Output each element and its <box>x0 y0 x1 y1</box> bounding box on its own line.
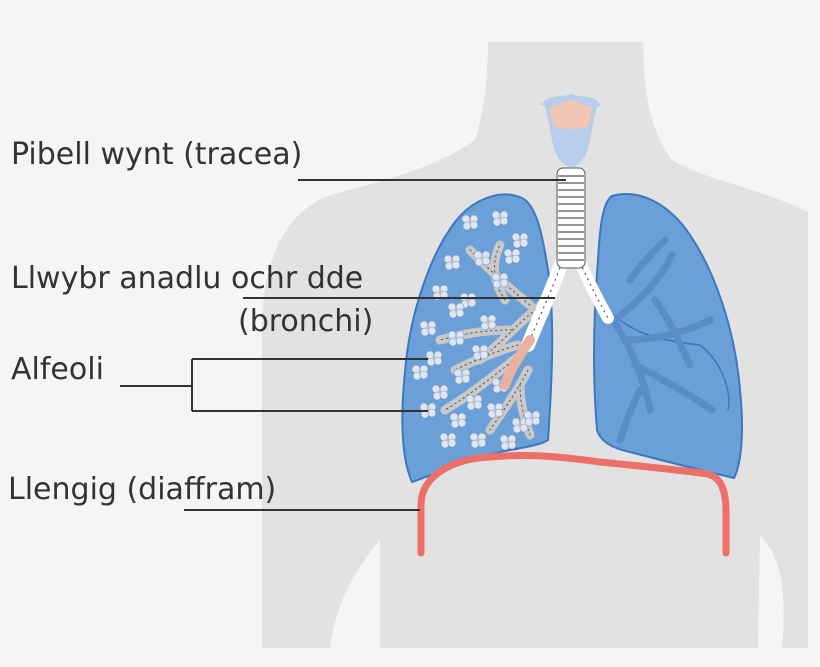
alveolus-cluster <box>469 432 487 449</box>
trachea-label: Pibell wynt (tracea) <box>11 137 303 172</box>
alveolus-cluster <box>419 320 437 337</box>
alveolus-cluster <box>479 314 497 331</box>
alveolus-cluster <box>447 302 465 319</box>
alveoli-leader-bracket <box>120 358 428 412</box>
diaphragm-label: Llengig (diaffram) <box>8 472 277 507</box>
alveolus-cluster <box>471 344 489 361</box>
bronchi <box>500 255 614 390</box>
bronchi-label-line1: Llwybr anadlu ochr dde <box>11 261 364 296</box>
alveoli-label: Alfeoli <box>11 352 104 387</box>
alveolus-cluster <box>511 232 529 249</box>
bronchi-label-line2: (bronchi) <box>238 304 374 339</box>
alveolus-cluster <box>425 350 443 367</box>
left-lung-airways <box>596 236 716 444</box>
trachea <box>556 167 586 269</box>
alveolus-cluster <box>461 214 479 231</box>
alveolus-cluster <box>439 432 457 449</box>
alveolus-cluster <box>499 434 517 451</box>
alveolus-cluster <box>473 250 491 267</box>
alveolus-cluster <box>503 248 521 265</box>
alveolus-cluster <box>447 330 465 347</box>
left-lung-lobe-outline <box>597 299 730 411</box>
alveolus-cluster <box>491 210 509 227</box>
alveolus-cluster <box>491 272 509 289</box>
alveolus-cluster <box>523 410 541 427</box>
alveolus-cluster <box>411 364 429 381</box>
alveolus-cluster <box>449 412 467 429</box>
diaphragm <box>417 451 730 557</box>
leader-lines <box>120 179 566 511</box>
larynx <box>540 94 602 168</box>
alveolus-cluster <box>431 384 449 401</box>
alveolus-cluster <box>443 254 461 271</box>
alveolus-cluster <box>465 394 483 411</box>
alveolus-cluster <box>453 368 471 385</box>
alveolus-cluster <box>486 402 504 419</box>
